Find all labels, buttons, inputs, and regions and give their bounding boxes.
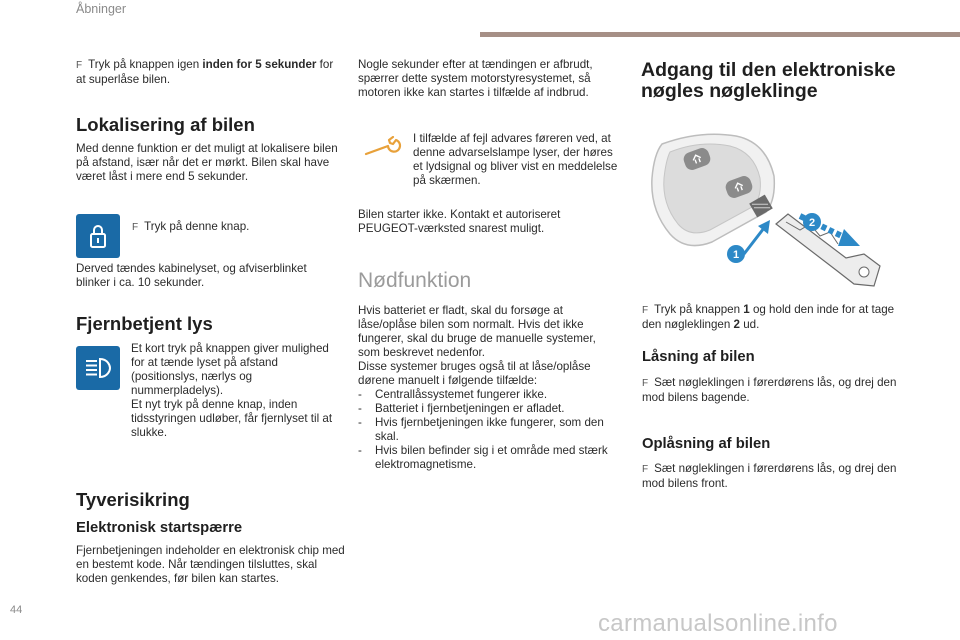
bullet-icon: F xyxy=(642,305,649,316)
bullet-text-end: ud. xyxy=(739,318,760,331)
locate-bullet: F Tryk på denne knap. xyxy=(132,220,332,235)
list-item: Hvis fjernbetjeningen ikke fungerer, som… xyxy=(358,416,620,444)
remote-light-text: Et kort tryk på knappen giver mulighed f… xyxy=(131,342,339,440)
illustration-label-1: 1 xyxy=(733,249,739,261)
illustration-label-2: 2 xyxy=(809,217,815,229)
bullet-text-end: for at superlåse bilen. xyxy=(76,58,334,86)
emergency-body: Hvis batteriet er fladt, skal du forsøge… xyxy=(358,304,620,472)
heading-lock-car: Låsning af bilen xyxy=(642,349,755,365)
wrench-warning-icon xyxy=(362,135,412,160)
remote-light-text-1: Et kort tryk på knappen giver mulighed f… xyxy=(131,342,329,397)
bullet-bold-text: inden for 5 sekunder xyxy=(202,58,317,71)
watermark-text: carmanualsonline.info xyxy=(598,610,838,637)
bullet-bold-1: 1 xyxy=(743,303,750,316)
immobiliser-intro: Nogle sekunder efter at tændingen er afb… xyxy=(358,58,593,99)
bullet-icon: F xyxy=(132,222,139,233)
bullet-text: Sæt nøgleklingen i førerdørens lås, og d… xyxy=(642,462,897,490)
headlight-button-icon xyxy=(76,346,120,390)
emergency-list: Centrallåssystemet fungerer ikke. Batter… xyxy=(358,388,620,472)
list-item: Hvis bilen befinder sig i et område med … xyxy=(358,444,620,472)
bullet-icon: F xyxy=(642,378,649,389)
list-item: Batteriet i fjernbetjeningen er afladet. xyxy=(358,402,620,416)
key-blade-illustration: 1 2 xyxy=(640,126,896,294)
bullet-text-mid: og hold den inde for at tage den nøglekl… xyxy=(642,303,895,331)
bullet-text: Tryk på knappen igen xyxy=(88,58,203,71)
page-number: 44 xyxy=(10,604,23,616)
locate-text: Med denne funktion er det muligt at loka… xyxy=(76,142,338,183)
section-title: Åbninger xyxy=(76,2,127,16)
warning-text: I tilfælde af fejl advares føreren ved, … xyxy=(413,132,618,187)
heading-emergency: Nødfunktion xyxy=(358,269,472,292)
heading-key-blade: Adgang til den elektroniske nøgles nøgle… xyxy=(641,59,896,102)
bullet-icon: F xyxy=(642,464,649,475)
bullet-text: Sæt nøgleklingen i førerdørens lås, og d… xyxy=(642,376,897,404)
bullet-icon: F xyxy=(76,60,83,71)
no-start-text: Bilen starter ikke. Kontakt et autoriser… xyxy=(358,208,561,235)
emergency-text-2: Disse systemer bruges også til at låse/o… xyxy=(358,360,591,387)
heading-theft: Tyverisikring xyxy=(76,489,190,510)
remote-light-text-2: Et nyt tryk på denne knap, inden tidssty… xyxy=(131,398,333,439)
emergency-text-1: Hvis batteriet er fladt, skal du forsøge… xyxy=(358,304,596,359)
locate-after-text: Derved tændes kabinelyset, og afviserbli… xyxy=(76,262,307,289)
superlock-bullet: F Tryk på knappen igen inden for 5 sekund… xyxy=(76,58,346,87)
bullet-bold-2: 2 xyxy=(733,318,740,331)
lock-button-icon xyxy=(76,214,120,258)
bullet-text: Tryk på denne knap. xyxy=(144,220,250,233)
heading-remote-light: Fjernbetjent lys xyxy=(76,313,213,334)
heading-unlock-car: Oplåsning af bilen xyxy=(642,436,771,452)
key-blade-bullet: F Tryk på knappen 1 og hold den inde for … xyxy=(642,303,900,332)
immobiliser-text: Fjernbetjeningen indeholder en elektroni… xyxy=(76,544,345,585)
subheading-immobiliser: Elektronisk startspærre xyxy=(76,520,243,536)
bullet-text: Tryk på knappen xyxy=(654,303,744,316)
list-item: Centrallåssystemet fungerer ikke. xyxy=(358,388,620,402)
heading-locate: Lokalisering af bilen xyxy=(76,114,255,135)
header-accent-bar xyxy=(480,32,960,37)
